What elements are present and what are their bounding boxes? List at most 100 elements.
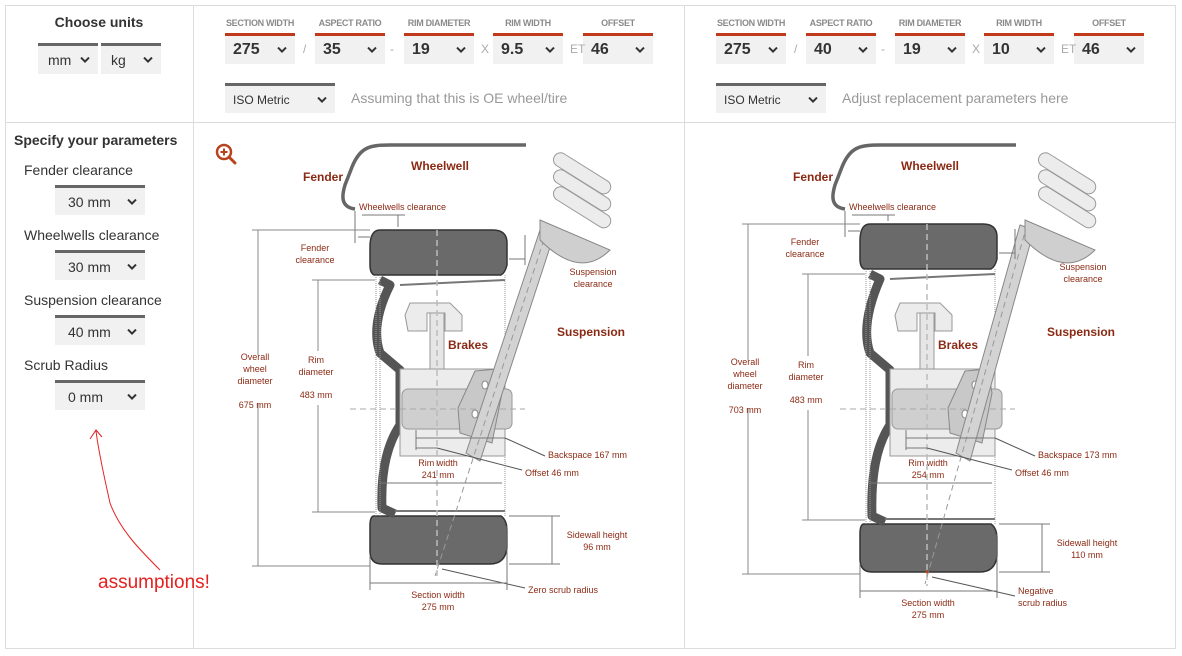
chevron-down-icon (947, 46, 957, 54)
brake-caliper (404, 302, 463, 332)
rim-width-value: 10 (992, 41, 1010, 58)
chevron-down-icon (545, 46, 555, 54)
fender-label: Fender (303, 170, 343, 184)
aspect-ratio-select[interactable]: 35 (315, 33, 385, 64)
size-separator: X (481, 42, 490, 56)
rim-diameter-select[interactable]: 19 (404, 33, 474, 64)
offset-label: OFFSET (1092, 18, 1126, 28)
parameters-title: Specify your parameters (14, 132, 178, 148)
backspace-label: Backspace 173 mm (1038, 450, 1117, 460)
sidewall-value: 110 mm (1071, 550, 1103, 560)
suspension-label: Suspension (1047, 325, 1115, 339)
size-system-select[interactable]: ISO Metric (225, 83, 335, 113)
chevron-down-icon (768, 46, 778, 54)
wheelwells-clearance-label: Wheelwells clearance (24, 227, 160, 243)
offset-select[interactable]: 46 (583, 33, 653, 64)
fender-clearance-select[interactable]: 30 mm (55, 185, 145, 215)
section-width-select[interactable]: 275 (716, 33, 786, 64)
wheelwells-clearance-label: Wheelwells clearance (359, 202, 446, 212)
rim-diameter-value: 483 mm (300, 390, 333, 400)
section-width-label: Section width (901, 598, 955, 608)
chevron-down-icon (127, 198, 137, 205)
tire-top (859, 223, 998, 270)
size-separator: ET (1061, 42, 1077, 56)
suspension-clearance-value: 40 mm (68, 323, 111, 340)
fender-clearance-value: 30 mm (68, 193, 111, 210)
offset-value: 46 (1082, 41, 1100, 58)
brakes-label: Brakes (448, 338, 488, 352)
rim-width-label: RIM WIDTH (996, 18, 1042, 28)
chevron-down-icon (1036, 46, 1046, 54)
sidewall-label: Sidewall height (1057, 538, 1118, 548)
offset-label: Offset 46 mm (1015, 468, 1069, 478)
spring-coil (1037, 186, 1097, 229)
scrub-radius-select[interactable]: 0 mm (55, 380, 145, 410)
rim-width-label: RIM WIDTH (505, 18, 551, 28)
sidewall-label: Sidewall height (567, 530, 628, 540)
overall-diameter-value: 703 mm (729, 405, 762, 415)
suspension-clearance-select[interactable]: 40 mm (55, 315, 145, 345)
size-system-select[interactable]: ISO Metric (716, 83, 826, 113)
backspace-label: Backspace 167 mm (548, 450, 627, 460)
overall-diameter-value: 675 mm (239, 400, 272, 410)
offset-value: 46 (591, 41, 609, 58)
tire-hint: Assuming that this is OE wheel/tire (351, 90, 568, 106)
rim-width-select[interactable]: 10 (984, 33, 1054, 64)
rim-diameter-label: RIM DIAMETER (407, 18, 471, 28)
chevron-down-icon (456, 46, 466, 54)
section-width-select[interactable]: 275 (225, 33, 295, 64)
aspect-ratio-label: ASPECT RATIO (318, 18, 382, 28)
rim-diameter-select[interactable]: 19 (895, 33, 965, 64)
tire-bottom (369, 515, 508, 565)
length-unit-value: mm (48, 52, 72, 68)
units-title: Choose units (54, 14, 144, 30)
rim-width-select[interactable]: 9.5 (493, 33, 563, 64)
aspect-ratio-select[interactable]: 40 (806, 33, 876, 64)
rim-diameter-value: 19 (412, 41, 430, 58)
zoom-in-icon[interactable] (215, 143, 237, 165)
annotation-arrow (89, 429, 161, 571)
divider (5, 122, 1176, 123)
spring-seat (1024, 219, 1096, 264)
size-separator: ET (570, 42, 586, 56)
chevron-down-icon (1126, 46, 1136, 54)
weight-unit-value: kg (111, 52, 126, 68)
length-unit-select[interactable]: mm (38, 43, 98, 74)
size-separator: X (972, 42, 981, 56)
offset-select[interactable]: 46 (1074, 33, 1144, 64)
rim-width-label: Rim width (418, 458, 458, 468)
size-system-value: ISO Metric (233, 92, 290, 107)
size-system-value: ISO Metric (724, 92, 781, 107)
wheelwells-clearance-select[interactable]: 30 mm (55, 250, 145, 280)
chevron-down-icon (127, 263, 137, 270)
suspension-label: Suspension (557, 325, 625, 339)
chevron-down-icon (858, 46, 868, 54)
scrub-radius-label: Scrub Radius (24, 357, 109, 373)
sidewall-value: 96 mm (583, 542, 611, 552)
layout-frame (5, 5, 1176, 649)
rim-width-value: 9.5 (501, 41, 524, 58)
weight-unit-select[interactable]: kg (101, 43, 161, 74)
chevron-down-icon (127, 328, 137, 335)
aspect-ratio-value: 40 (814, 41, 832, 58)
size-separator: - (390, 42, 394, 56)
offset-label: OFFSET (601, 18, 635, 28)
aspect-ratio-value: 35 (323, 41, 341, 58)
wheelwells-clearance-value: 30 mm (68, 258, 111, 275)
section-width-value: 275 mm (912, 610, 945, 620)
section-width-value: 275 mm (422, 602, 455, 612)
wheelwells-clearance-label: Wheelwells clearance (849, 202, 936, 212)
section-width-label: SECTION WIDTH (716, 18, 786, 28)
scrub-radius-value: 0 mm (68, 388, 103, 405)
size-separator: / (794, 42, 798, 56)
suspension-clearance-label: Suspension clearance (24, 292, 162, 308)
fender-outline (831, 143, 1016, 211)
brakes-label: Brakes (938, 338, 978, 352)
chevron-down-icon (317, 96, 327, 103)
size-separator: / (303, 42, 307, 56)
fender-label: Fender (793, 170, 833, 184)
chevron-down-icon (635, 46, 645, 54)
